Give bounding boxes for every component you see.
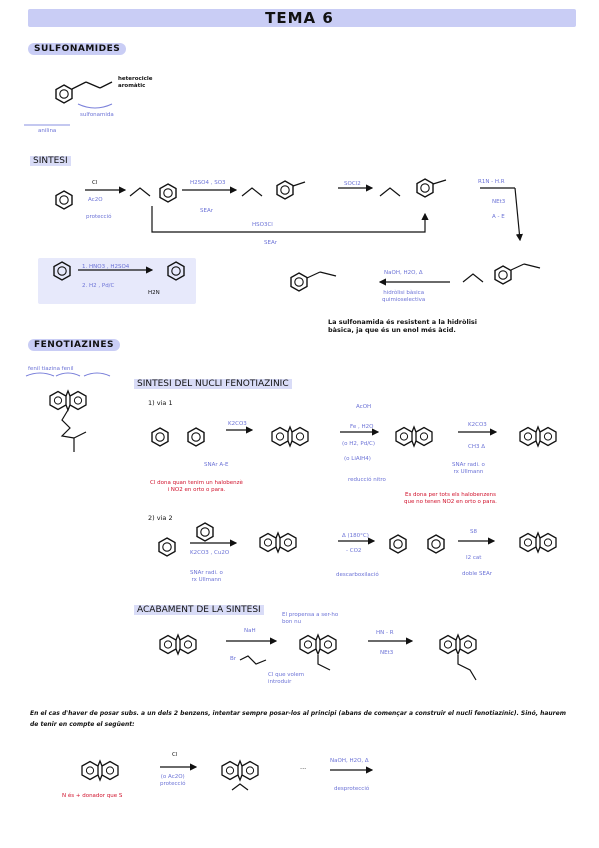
via1-red-note: Cl dona quan tenim un halobenzè i NO2 en… — [150, 480, 243, 493]
via2-decarb: Δ (180°C) — [342, 533, 369, 539]
via1-ring-1 — [151, 427, 169, 447]
via1-label: 1) via 1 — [148, 399, 173, 407]
long-arrow-note: SEAr — [264, 240, 277, 246]
bottom-dots: ... — [300, 763, 307, 771]
section-fenotiazines: FENOTIAZINES — [28, 339, 120, 351]
acab-net3: NEt3 — [380, 650, 394, 656]
benzene-ring — [53, 261, 71, 281]
bottom-red-note: N és + donador que S — [62, 793, 123, 799]
box-step1: 1. HNO3 , H2SO4 — [82, 264, 130, 270]
via1-k2co3-b: K2CO3 — [468, 422, 487, 428]
acab-nah: NaH — [244, 628, 256, 634]
fenotiazine-parts: fenil tiazina fenil — [28, 366, 74, 372]
aniline-ring — [55, 190, 73, 210]
diphenylamine-ring-1 — [389, 534, 407, 554]
bottom-protec: (o Ac2O) protecció — [160, 774, 186, 787]
hydrolysis-note: hidròlisi bàsica quimioselectiva — [382, 290, 426, 303]
via2-label: 2) via 2 — [148, 514, 173, 522]
via1-ring-2 — [187, 427, 205, 447]
section-sulfonamides: SULFONAMIDES — [28, 43, 127, 55]
aniline-label: anilina — [38, 128, 57, 134]
heterocycle-label: heterocicle aromàtic — [118, 76, 153, 89]
step2-note: SEAr — [200, 208, 213, 214]
via2-aniline-ring — [158, 537, 176, 557]
via2-seer: doble SEAr — [462, 571, 492, 577]
sulfonyl-chloride-ring — [416, 178, 434, 198]
final-note: En el cas d'haver de posar subs. a un de… — [30, 710, 566, 728]
hydrolysis-reagent: NaOH, H2O, Δ — [384, 270, 423, 276]
acoh: AcOH — [356, 404, 372, 410]
bottom-desprot: desprotecció — [334, 786, 370, 792]
step1-note: protecció — [86, 214, 112, 220]
aniline-product-ring — [167, 261, 185, 281]
acab-amine: HN - R — [376, 630, 394, 636]
section-acabament: ACABAMENT DE LA SINTESI — [134, 605, 264, 615]
step1-top: Cl — [92, 180, 98, 186]
step4-reagent: R1N - H.R — [478, 179, 505, 185]
bottom-naoh: NaOH, H2O, Δ — [330, 758, 369, 764]
acab-note2: Cl que volem introduir — [268, 672, 305, 685]
acab-br: Br — [230, 656, 237, 662]
step4-mech: A - E — [492, 214, 505, 220]
or-h2: (o H2, Pd/C) — [342, 441, 376, 447]
via1-red-note2: Es dona per tots els halobenzens que no … — [404, 492, 497, 505]
sulfonamide-final-ring — [290, 272, 308, 292]
or-lialh4: (o LiAlH4) — [344, 456, 371, 462]
via1-heat: CH3 Δ — [468, 444, 485, 450]
reduccio-nitro: reducció nitro — [348, 477, 386, 483]
step1-reagent: Ac2O — [88, 197, 103, 203]
section-sintesi: SINTESI — [30, 156, 71, 166]
step3-reagent: SOCl2 — [344, 181, 361, 187]
page-title: TEMA 6 — [265, 9, 334, 27]
via2-note: SNAr radi. o rx Ullmann — [190, 570, 223, 583]
diphenylamine-ring-2 — [427, 534, 445, 554]
acab-note: El propensa a ser-ho bon nu — [282, 612, 339, 625]
via1-snar2: SNAr radi. o rx Ullmann — [452, 462, 485, 475]
title-bar — [28, 9, 576, 27]
acetanilide-ring — [159, 183, 177, 203]
via2-i2: I2 cat — [466, 555, 482, 561]
sulfonamide-ring — [55, 84, 73, 104]
box-step2: 2. H2 , Pd/C — [82, 283, 115, 289]
phenothiazine-core — [49, 390, 87, 411]
sulfonic-acid-ring — [276, 180, 294, 200]
long-arrow-reagent: HSO3Cl — [252, 222, 273, 228]
via2-reagent-ring — [196, 522, 214, 542]
step4-base: NEt3 — [492, 199, 506, 205]
via1-snar: SNAr A-E — [204, 462, 229, 468]
via2-co2: - CO2 — [346, 548, 362, 554]
via2-decarb-note: descarboxilació — [336, 572, 379, 578]
hydrolysis-conclusion: La sulfonamida és resistent a la hidròli… — [328, 318, 478, 334]
section-sintesi-nucli: SINTESI DEL NUCLI FENOTIAZINIC — [134, 379, 292, 389]
fe-h2o: Fe , H2O — [350, 424, 374, 430]
via1-k2co3: K2CO3 — [228, 421, 247, 427]
sulfonamide-protected-ring — [494, 265, 512, 285]
bottom-cl: Cl — [172, 752, 178, 758]
sulfonamide-label: sulfonamida — [80, 112, 114, 118]
box-product: H2N — [148, 290, 160, 296]
via2-reagents: K2CO3 , Cu2O — [190, 550, 230, 556]
step2-reagent: H2SO4 , SO3 — [190, 180, 226, 186]
via2-s8: S8 — [470, 529, 477, 535]
